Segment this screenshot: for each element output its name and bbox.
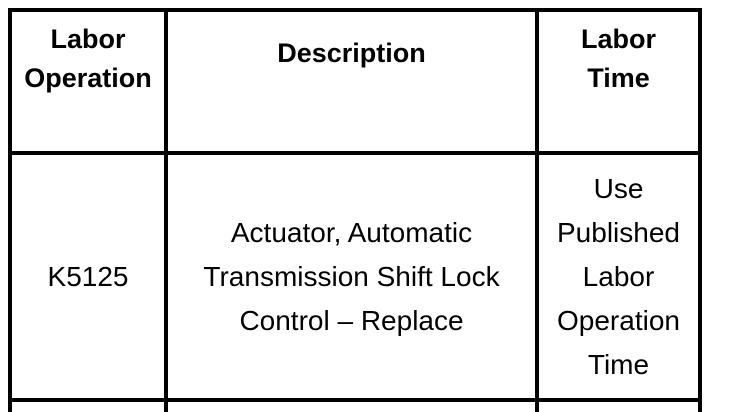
cell-labor-operation-code: K5125 [12, 151, 164, 398]
next-row-cell-labor-operation [12, 398, 164, 412]
next-row-cell-description [164, 398, 535, 412]
header-cell-labor-operation: Labor Operation [24, 24, 152, 93]
next-row-cell-labor-time [535, 398, 698, 412]
header-cell-labor-time: Labor Time [535, 12, 698, 151]
labor-operations-table: Labor Operation Description Labor Time K… [8, 8, 702, 412]
cell-description: Actuator, Automatic Transmission Shift L… [164, 151, 535, 398]
cell-labor-time: Use Published Labor Operation Time [535, 151, 698, 398]
header-cell-description: Description [164, 12, 535, 151]
